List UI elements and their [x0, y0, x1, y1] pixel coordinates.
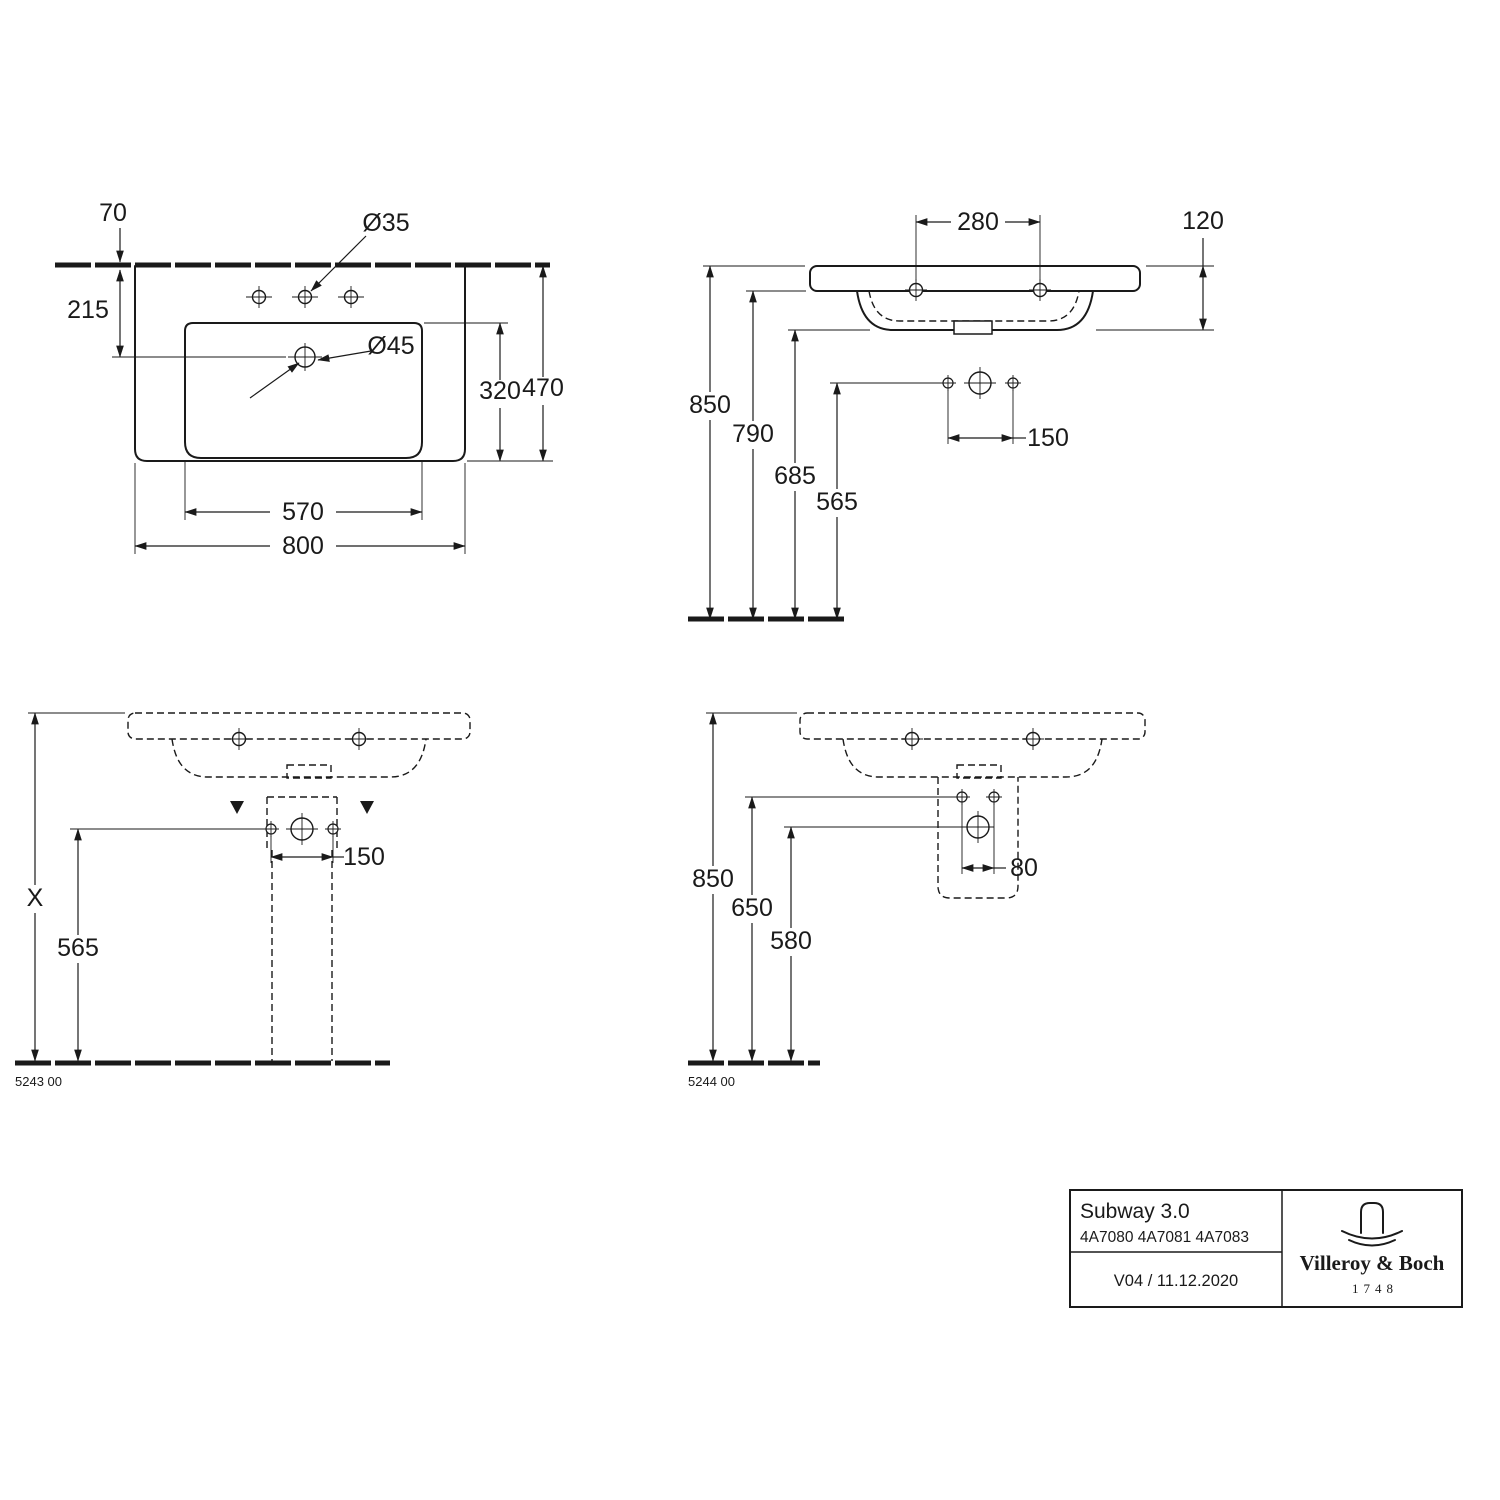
hole-cross-marks [901, 728, 1044, 843]
pedestal-hidden [271, 850, 333, 1061]
drain-fitting-hidden [956, 764, 1002, 779]
siphon-cover-hidden [937, 777, 1019, 899]
drain-fitting [953, 320, 993, 335]
dim-470-label: 470 [522, 374, 564, 402]
basin-rim-hidden [127, 712, 471, 740]
pedestal-variant-view: X 565 150 5243 00 [15, 712, 471, 1089]
brand-year: 1748 [1352, 1281, 1398, 1296]
dim-70-label: 70 [99, 199, 127, 227]
dim-580-label: 580 [770, 927, 812, 955]
version-date: V04 / 11.12.2020 [1114, 1272, 1238, 1290]
basin-outline [134, 265, 466, 462]
diameter-35-label: Ø35 [362, 209, 409, 237]
basin-body-hidden [842, 738, 1103, 778]
dim-280-label: 280 [957, 208, 999, 236]
dim-320-label: 320 [479, 377, 521, 405]
variant-code-label: 5244 00 [688, 1074, 735, 1089]
dim-570-label: 570 [282, 498, 324, 526]
basin-rim-outline [809, 265, 1141, 292]
dim-x-label: X [27, 884, 44, 912]
hole-cross-marks [246, 286, 364, 371]
product-name: Subway 3.0 [1080, 1200, 1190, 1223]
diameter-45-label: Ø45 [367, 332, 414, 360]
dim-850-label: 850 [692, 865, 734, 893]
brand-mark-arch [1360, 1202, 1384, 1234]
dim-150-label: 150 [343, 843, 385, 871]
hole-cross-marks [905, 279, 1051, 399]
dim-565-label: 565 [57, 934, 99, 962]
dim-80-label: 80 [1010, 854, 1038, 882]
dim-150-label: 150 [1027, 424, 1069, 452]
dim-685-label: 685 [774, 462, 816, 490]
dim-565-label: 565 [816, 488, 858, 516]
title-block: Subway 3.0 4A7080 4A7081 4A7083 V04 / 11… [1069, 1189, 1463, 1308]
brand-mark-swoosh [1348, 1239, 1396, 1247]
dim-215-label: 215 [67, 296, 109, 324]
hole-cross-marks [228, 728, 370, 845]
basin-hidden-contour [868, 290, 1080, 322]
diameter-45-leader [317, 350, 372, 362]
article-numbers: 4A7080 4A7081 4A7083 [1080, 1229, 1249, 1246]
dim-790-label: 790 [732, 420, 774, 448]
front-elevation-view: 280 120 850 790 685 565 150 [688, 207, 1224, 622]
extension-lines [703, 215, 1214, 444]
title-block-border [1069, 1189, 1463, 1308]
dim-850-label: 850 [689, 391, 731, 419]
fixing-point-arrow [360, 801, 374, 814]
dim-650-label: 650 [731, 894, 773, 922]
brand-name: Villeroy & Boch [1300, 1251, 1445, 1275]
shroud-variant-view: 850 650 580 80 5244 00 [688, 712, 1146, 1089]
brand-mark-swoosh [1341, 1230, 1403, 1240]
fixing-box-hidden [266, 796, 338, 850]
inner-basin-outline [184, 322, 423, 459]
drain-fitting-hidden [286, 764, 332, 779]
brand-logo-icon [1341, 1202, 1403, 1247]
diameter-35-leader [310, 235, 367, 292]
fixing-point-arrow [230, 801, 244, 814]
plan-view: 70 215 Ø35 Ø45 320 470 570 800 [55, 199, 564, 560]
extension-lines [112, 322, 553, 554]
variant-code-label: 5243 00 [15, 1074, 62, 1089]
dim-120-label: 120 [1182, 207, 1224, 235]
diameter-45-leader [249, 362, 300, 399]
extension-lines [706, 712, 995, 874]
basin-rim-hidden [799, 712, 1146, 740]
extension-lines [28, 712, 334, 863]
basin-body-hidden [171, 738, 427, 778]
dim-800-label: 800 [282, 532, 324, 560]
